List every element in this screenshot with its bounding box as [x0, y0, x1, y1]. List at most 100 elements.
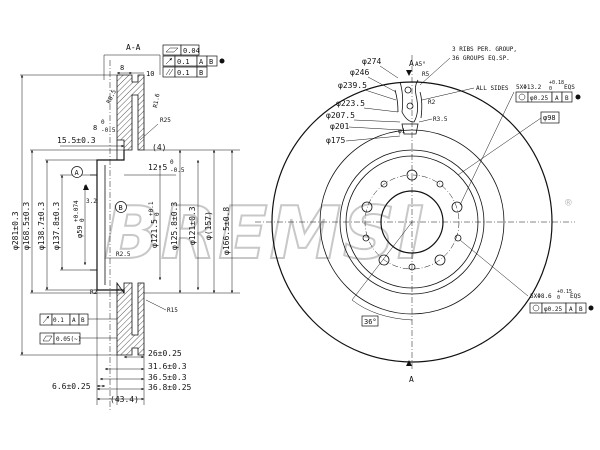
bolt-holes	[361, 169, 463, 266]
holes-top-sup: +0.18	[549, 80, 564, 86]
face-angle-a5: A5°	[415, 61, 426, 68]
leader-175	[345, 135, 401, 142]
tol-runout-top-ref2: B	[209, 58, 213, 66]
ribs-note-line1: 3 RIBS PER. GROUP,	[452, 46, 517, 53]
bolt-pcd	[364, 174, 460, 270]
angle-36-box	[361, 315, 379, 327]
datum-a-circle	[71, 166, 83, 178]
face-dia98-box	[540, 111, 560, 124]
leader-r3-5	[418, 118, 433, 123]
tol-flatness: 0.04	[162, 44, 200, 56]
position-icon-top	[518, 93, 526, 101]
runout-icon	[165, 57, 173, 65]
face-section-a-top: A	[409, 59, 414, 68]
pos-bot-sym-cell	[529, 302, 543, 314]
small-hole	[408, 263, 416, 271]
leader-r25	[139, 123, 159, 141]
dim-d12-5: 12.5	[148, 163, 167, 172]
pos-bot-ref2-cell	[575, 302, 587, 314]
dim-dia121-5-group: φ121.5 +0.1 0	[148, 201, 161, 248]
pos-bot-dot	[588, 305, 594, 311]
watermark-registered-mark: ®	[565, 196, 572, 209]
rib-outline	[399, 79, 419, 123]
face-dia239-5: φ239.5	[338, 81, 367, 90]
dim-d8-tol-sup: 0	[101, 119, 105, 126]
leader-207-5	[353, 119, 401, 123]
vent-rib-detail	[394, 79, 423, 135]
tol-runout-bot-ref2-cell	[78, 313, 89, 326]
tol-runout-bot-ref: A	[72, 317, 76, 324]
face-r3-5: R3.5	[433, 116, 448, 123]
holes-bot-sub: 0	[557, 295, 560, 301]
section-hat-outline	[96, 150, 125, 293]
dim-dia121-5-sub: 0	[154, 212, 161, 216]
pos-top-ref1: A	[555, 95, 559, 102]
tol-parallel-ref: B	[199, 69, 203, 77]
dim-dia168-5: φ168.5±0.3	[22, 202, 31, 250]
tol-thickness-sym-cell	[39, 332, 55, 345]
dim-dia59-group: φ59 +0.074 0	[73, 200, 86, 238]
section-arrow-top	[406, 70, 412, 76]
centre-bore	[380, 190, 444, 254]
angle-leg-36	[351, 221, 413, 301]
bolt-hole	[406, 169, 418, 181]
small-hole	[436, 180, 444, 188]
tol-runout-top-ref2-cell	[206, 55, 218, 67]
face-section-a-bottom: A	[409, 375, 414, 384]
dim-dia59-sup: +0.074	[73, 200, 80, 222]
dim-r25: R25	[160, 117, 171, 124]
dim-dia121: φ121±0.3	[188, 206, 197, 245]
dim-d12-5-group: 12.5 0 -0.5	[148, 159, 185, 174]
tol-flatness-value: 0.04	[183, 47, 200, 55]
dim-dia121-5-sup: +0.1	[148, 201, 155, 216]
dim-d36-5: 36.5±0.3	[148, 373, 187, 382]
flatness-icon	[165, 47, 179, 53]
leader-201	[348, 126, 403, 131]
holes-top-eqs: EQS	[564, 84, 575, 91]
rib-outline-2	[394, 89, 399, 113]
small-hole	[380, 180, 388, 188]
datum-a-label: A	[75, 169, 80, 177]
rib-pin	[406, 102, 414, 110]
face-dia223-5: φ223.5	[336, 99, 365, 108]
thickness-icon	[42, 335, 53, 342]
face-dia246: φ246	[350, 68, 369, 77]
section-ring-top	[116, 74, 145, 151]
bolt-hole	[451, 201, 463, 213]
dim-dia166-5: φ166.5±0.8	[222, 207, 231, 255]
face-dia175: φ175	[326, 136, 345, 145]
face-angle36: 36°	[364, 318, 377, 326]
dim-dia125-8: φ125.8±0.3	[170, 202, 179, 250]
dim-d8: 8	[120, 64, 124, 72]
disc-friction-inner	[319, 129, 505, 315]
face-all-sides: ALL SIDES	[476, 85, 509, 92]
parallel-icon	[165, 68, 174, 76]
ribs-note-leader	[419, 57, 451, 86]
tol-parallel-ref-cell	[196, 66, 208, 78]
tol-parallel-sym-cell	[162, 66, 176, 78]
dim-d10: 10	[146, 70, 154, 78]
holes-top-sub: 0	[549, 86, 552, 92]
ribs-note-line2: 36 GROUPS EQ.SP.	[452, 55, 510, 62]
datum-b-label: B	[119, 204, 123, 212]
face-dia207-5: φ207.5	[326, 111, 355, 120]
section-label: A-A	[126, 43, 141, 52]
holes-bottom-spec: 5XΦ8.6 +0.15 0 EQS φ0.25 A B	[459, 239, 594, 314]
tol-thickness-value: 0.05(~)	[56, 336, 81, 343]
datum-b-circle	[115, 201, 127, 213]
dim-r2-5: R2.5	[116, 251, 131, 258]
tol-runout-top: 0.1 A B	[162, 55, 225, 67]
leader-all-sides	[421, 87, 475, 101]
dim-d26: 26±0.25	[148, 349, 182, 358]
tol-runout-bot-value: 0.1	[53, 317, 64, 324]
section-ring-bottom	[116, 281, 145, 356]
face-dia98: φ98	[543, 114, 556, 122]
face-dia274: φ274	[362, 57, 381, 66]
small-hole	[362, 234, 370, 242]
pos-top-ref2: B	[565, 95, 569, 102]
dim-dia157: φ(157)	[204, 211, 213, 240]
leader-246	[367, 76, 397, 93]
disc-hat-step	[345, 155, 479, 289]
pos-bot-value: φ0.25	[544, 306, 562, 313]
bolt-hole	[378, 254, 390, 266]
